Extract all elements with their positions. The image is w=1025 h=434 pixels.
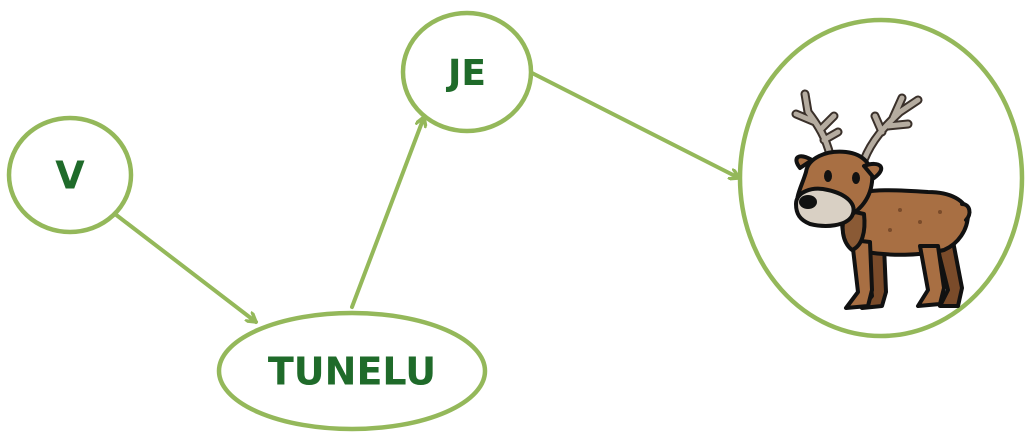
- node-tunelu-outline: [216, 310, 488, 432]
- arrow-v-to-tunelu: [113, 212, 258, 324]
- reindeer-tail: [960, 202, 972, 222]
- reindeer-spots: [888, 208, 942, 232]
- node-reindeer: [737, 17, 1025, 339]
- node-je-outline: [400, 10, 534, 134]
- reindeer-illustration: [791, 89, 972, 310]
- arrow-je-to-reindeer: [530, 71, 741, 178]
- node-v-outline: [6, 115, 134, 235]
- reindeer-nose: [799, 195, 817, 209]
- reindeer-ear-right: [862, 161, 884, 180]
- node-je-label: JE: [445, 53, 486, 94]
- reindeer-ear-left: [794, 154, 814, 170]
- reindeer-back-leg-near: [916, 244, 946, 308]
- reindeer-eye-right: [852, 172, 860, 184]
- node-v-label: V: [55, 154, 85, 198]
- node-je: JE: [400, 10, 534, 134]
- arrow-tunelu-to-je: [350, 115, 424, 309]
- node-tunelu: TUNELU: [216, 310, 488, 432]
- node-v: V: [6, 115, 134, 235]
- reindeer-eye-left: [824, 170, 832, 182]
- node-tunelu-label: TUNELU: [268, 350, 436, 394]
- reindeer-front-leg-near: [844, 238, 874, 310]
